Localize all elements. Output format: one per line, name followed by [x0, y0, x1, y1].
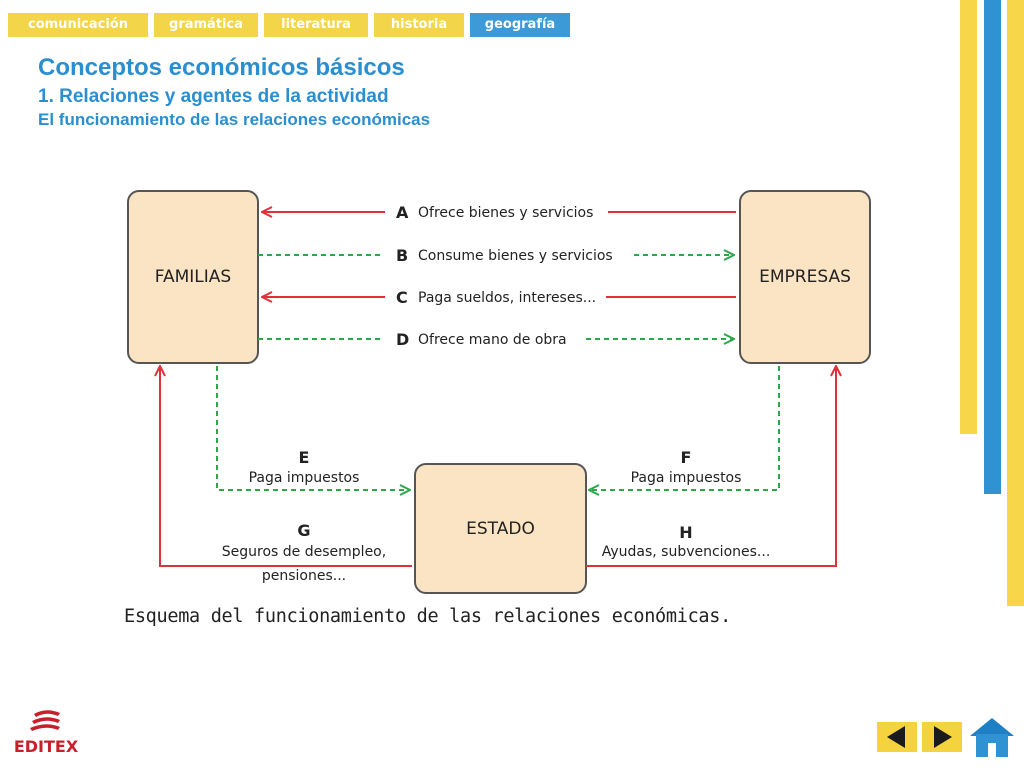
empresas-box: EMPRESAS — [739, 190, 871, 364]
empresas-label: EMPRESAS — [759, 267, 851, 287]
flow-g-arrow — [160, 366, 412, 567]
next-button[interactable] — [922, 722, 962, 752]
editex-logo: EDITEX — [10, 708, 82, 758]
familias-label: FAMILIAS — [154, 267, 232, 287]
triangle-left-icon — [887, 726, 905, 748]
flow-g-letter: G — [297, 521, 310, 540]
familias-box: FAMILIAS — [127, 190, 259, 364]
editex-logo-wordmark: EDITEX — [14, 737, 79, 756]
flow-f-text: Paga impuestos — [631, 470, 742, 486]
tab-gramatica[interactable]: gramática — [154, 13, 258, 37]
flow-h-arrow — [586, 366, 836, 567]
svg-text:EDITEX: EDITEX — [14, 737, 79, 756]
flow-h-text: Ayudas, subvenciones... — [602, 544, 771, 560]
flow-h-letter: H — [679, 523, 692, 542]
triangle-right-icon — [934, 726, 952, 748]
flow-e-arrow — [216, 366, 410, 490]
estado-box: ESTADO — [414, 463, 587, 594]
decor-stripe-blue — [984, 0, 1001, 494]
flow-f-letter: F — [681, 448, 692, 467]
home-button[interactable] — [968, 716, 1016, 758]
diagram-caption: Esquema del funcionamiento de las relaci… — [124, 606, 731, 627]
tab-separator — [368, 13, 374, 37]
flow-e-letter: E — [299, 448, 310, 467]
flow-f-arrow — [589, 366, 780, 490]
tab-separator — [464, 13, 470, 37]
flow-a-text: Ofrece bienes y servicios — [418, 205, 593, 221]
decor-stripe-yellow-long — [1007, 0, 1024, 606]
tab-comunicacion[interactable]: comunicación — [8, 13, 148, 37]
flow-c-letter: C — [396, 288, 408, 307]
flow-b-text: Consume bienes y servicios — [418, 248, 613, 264]
page-heading: Conceptos económicos básicos 1. Relacion… — [38, 54, 430, 130]
tab-literatura[interactable]: literatura — [264, 13, 368, 37]
flow-c-text: Paga sueldos, intereses... — [418, 290, 596, 306]
page-subtitle: 1. Relaciones y agentes de la actividad — [38, 86, 389, 107]
flow-g-text-line1: Seguros de desempleo, — [222, 544, 386, 560]
estado-label: ESTADO — [466, 518, 535, 539]
decor-stripe-yellow — [960, 0, 977, 434]
section-title: El funcionamiento de las relaciones econ… — [38, 110, 431, 129]
tab-geografia[interactable]: geografía — [470, 13, 570, 37]
prev-button[interactable] — [877, 722, 917, 752]
flow-a-letter: A — [396, 203, 409, 222]
tab-separator — [258, 13, 264, 37]
tab-historia[interactable]: historia — [374, 13, 464, 37]
flow-g-text-line2: pensiones... — [262, 568, 346, 584]
home-icon — [970, 718, 1014, 757]
page-title: Conceptos económicos básicos — [38, 54, 405, 81]
flow-d-text: Ofrece mano de obra — [418, 332, 567, 348]
flow-d-letter: D — [396, 330, 409, 349]
flow-e-text: Paga impuestos — [249, 470, 360, 486]
flow-b-letter: B — [396, 246, 408, 265]
tab-separator — [148, 13, 154, 37]
editex-logo-mark — [30, 710, 60, 731]
